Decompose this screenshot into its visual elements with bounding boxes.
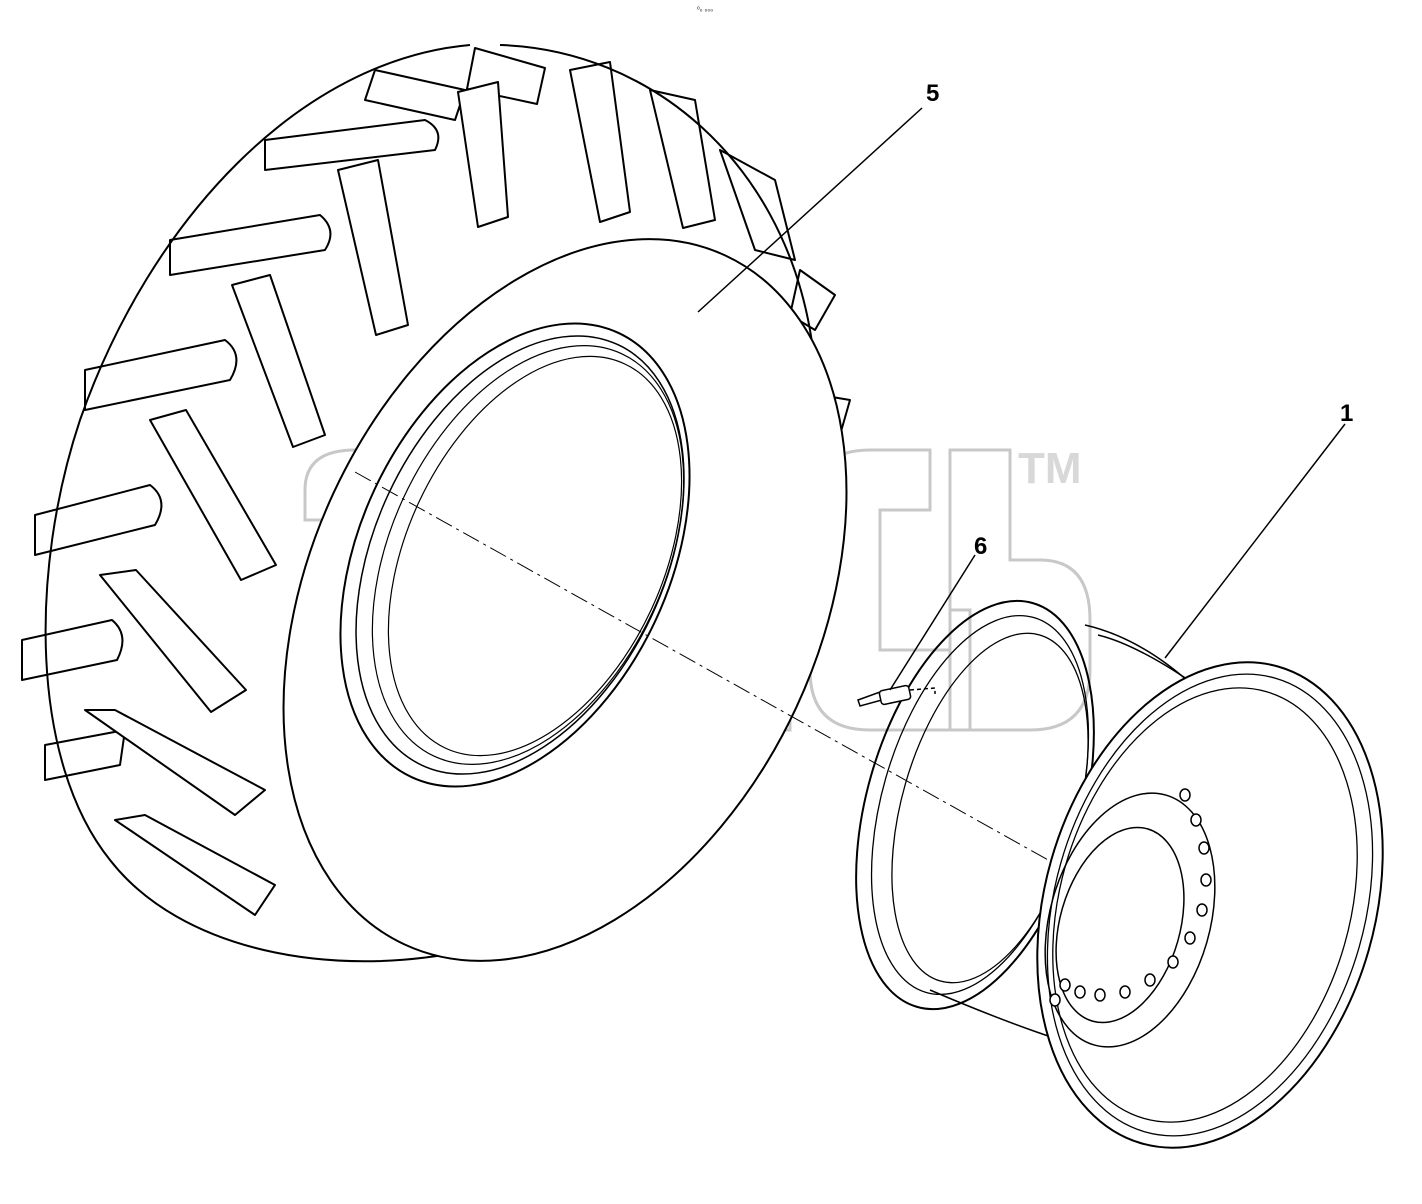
watermark-trademark: TM (1018, 444, 1082, 493)
callout-6: 6 (974, 533, 988, 560)
callout-5: 5 (926, 80, 940, 107)
rim-bolt-holes (1049, 788, 1212, 1007)
header-tiny-text: ᵒ₀ ₀₀₀ (697, 6, 714, 13)
leader-line-6 (889, 554, 976, 691)
tire-sidewall (282, 238, 848, 962)
leader-line-5 (697, 107, 923, 313)
tire-tread (21, 47, 851, 916)
leader-line-1 (1164, 423, 1346, 659)
callout-1: 1 (1340, 400, 1354, 427)
tire-valve-icon (857, 684, 936, 707)
leader-lines (697, 107, 1346, 691)
wheel-rim-icon (855, 599, 1384, 1149)
